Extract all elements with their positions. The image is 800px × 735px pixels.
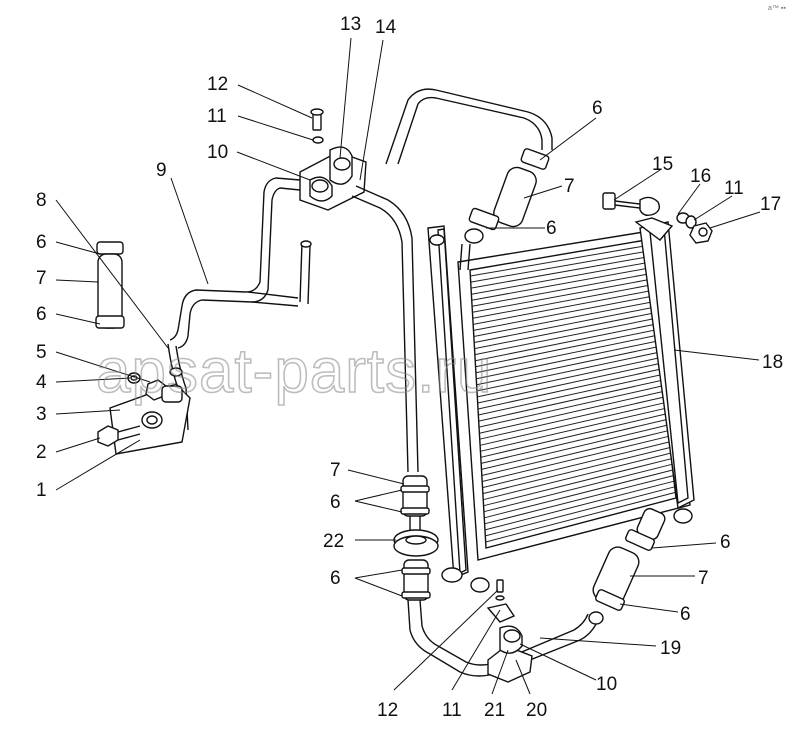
- radiator-fin: [485, 486, 675, 537]
- callout-18: 18: [762, 352, 783, 373]
- callout-6: 6: [330, 568, 341, 589]
- radiator-fin: [474, 318, 656, 356]
- callout-4: 4: [36, 372, 47, 393]
- radiator-fin: [482, 441, 670, 489]
- radiator-fin: [475, 334, 658, 374]
- radiator-fin: [484, 475, 674, 525]
- callout-14: 14: [375, 17, 397, 38]
- radiator-fin: [481, 424, 668, 470]
- radiator-fin: [480, 413, 667, 458]
- callout-6: 6: [36, 232, 47, 253]
- radiator-fin: [477, 357, 660, 398]
- callout-11: 11: [207, 106, 227, 127]
- callout-3: 3: [36, 404, 47, 425]
- right-lower-hose: [588, 507, 666, 625]
- callout-10: 10: [596, 674, 617, 695]
- radiator-fin: [471, 261, 649, 295]
- callout-13: 13: [340, 14, 361, 35]
- callout-8: 8: [36, 190, 47, 211]
- callout-6: 6: [330, 492, 341, 513]
- leader-lines: [55, 37, 761, 695]
- radiator-fin: [483, 452, 671, 501]
- radiator-fin: [484, 480, 675, 531]
- radiator-fin: [476, 351, 660, 392]
- radiator-fin: [472, 273, 650, 307]
- callout-7: 7: [564, 176, 575, 197]
- radiator-fin: [479, 402, 666, 446]
- callout-2: 2: [36, 442, 47, 463]
- radiator-fin: [478, 385, 664, 428]
- callout-7: 7: [36, 268, 47, 289]
- radiator-fin: [481, 430, 669, 476]
- radiator-fin: [477, 368, 662, 410]
- callout-15: 15: [652, 154, 673, 175]
- radiator-fin: [484, 469, 673, 519]
- callout-17: 17: [760, 194, 781, 215]
- callout-21: 21: [484, 700, 505, 721]
- radiator-fin: [470, 245, 647, 277]
- radiator-fin: [474, 312, 655, 350]
- top-bolt-group: [602, 192, 713, 244]
- radiator-fin: [472, 278, 651, 313]
- vertical-pipe: [351, 185, 439, 601]
- radiator-fin: [472, 284, 652, 319]
- radiator-fins: [470, 245, 676, 543]
- radiator-fin: [473, 301, 654, 337]
- callout-6: 6: [680, 604, 691, 625]
- callout-11: 11: [442, 700, 462, 721]
- callout-19: 19: [660, 638, 681, 659]
- radiator-fin: [473, 290, 652, 325]
- callout-11: 11: [724, 178, 744, 199]
- callout-10: 10: [207, 142, 228, 163]
- callout-6: 6: [720, 532, 731, 553]
- watermark: apsat-parts.ru: [96, 337, 493, 406]
- callout-7: 7: [330, 460, 341, 481]
- callout-12: 12: [207, 74, 228, 95]
- callout-7: 7: [698, 568, 709, 589]
- radiator-fin: [470, 250, 648, 283]
- radiator-fin: [478, 374, 662, 416]
- radiator-fin: [476, 346, 659, 386]
- radiator-core: [427, 217, 695, 593]
- radiator-fin: [479, 390, 664, 434]
- radiator-fin: [480, 407, 666, 452]
- radiator-fin: [483, 463, 673, 513]
- corner-mark: a™ ▪▪: [768, 5, 786, 12]
- lower-pipe: [407, 579, 599, 683]
- top-hose: [385, 88, 553, 271]
- radiator-fin: [483, 458, 672, 507]
- callout-6: 6: [36, 304, 47, 325]
- radiator-fin: [476, 340, 658, 380]
- radiator-fin: [470, 256, 649, 289]
- callout-20: 20: [526, 700, 547, 721]
- callout-22: 22: [323, 531, 344, 552]
- pipe-bracket-top: [299, 108, 367, 211]
- radiator-fin: [478, 379, 663, 422]
- upper-pipe: [169, 177, 312, 349]
- radiator-fin: [485, 491, 676, 543]
- radiator-fin: [474, 306, 654, 343]
- callout-labels: 13 14 12 11 10 9 8 6 7 6 5 4 3 2 1 6 7 6…: [36, 14, 783, 721]
- radiator-fin: [477, 362, 661, 404]
- callout-1: 1: [36, 480, 47, 501]
- radiator-fin: [482, 435, 669, 482]
- radiator-fin: [475, 323, 656, 362]
- callout-9: 9: [156, 160, 167, 181]
- radiator-fin: [482, 447, 671, 495]
- callout-6: 6: [592, 98, 603, 119]
- radiator-fin: [471, 267, 650, 301]
- left-fittings: [95, 241, 191, 455]
- callout-16: 16: [690, 166, 711, 187]
- radiator-fin: [475, 329, 657, 368]
- radiator-fin: [479, 396, 665, 440]
- radiator-fin: [473, 295, 653, 331]
- callout-12: 12: [377, 700, 398, 721]
- radiator-fin: [480, 419, 668, 464]
- callout-5: 5: [36, 342, 47, 363]
- callout-6: 6: [546, 218, 557, 239]
